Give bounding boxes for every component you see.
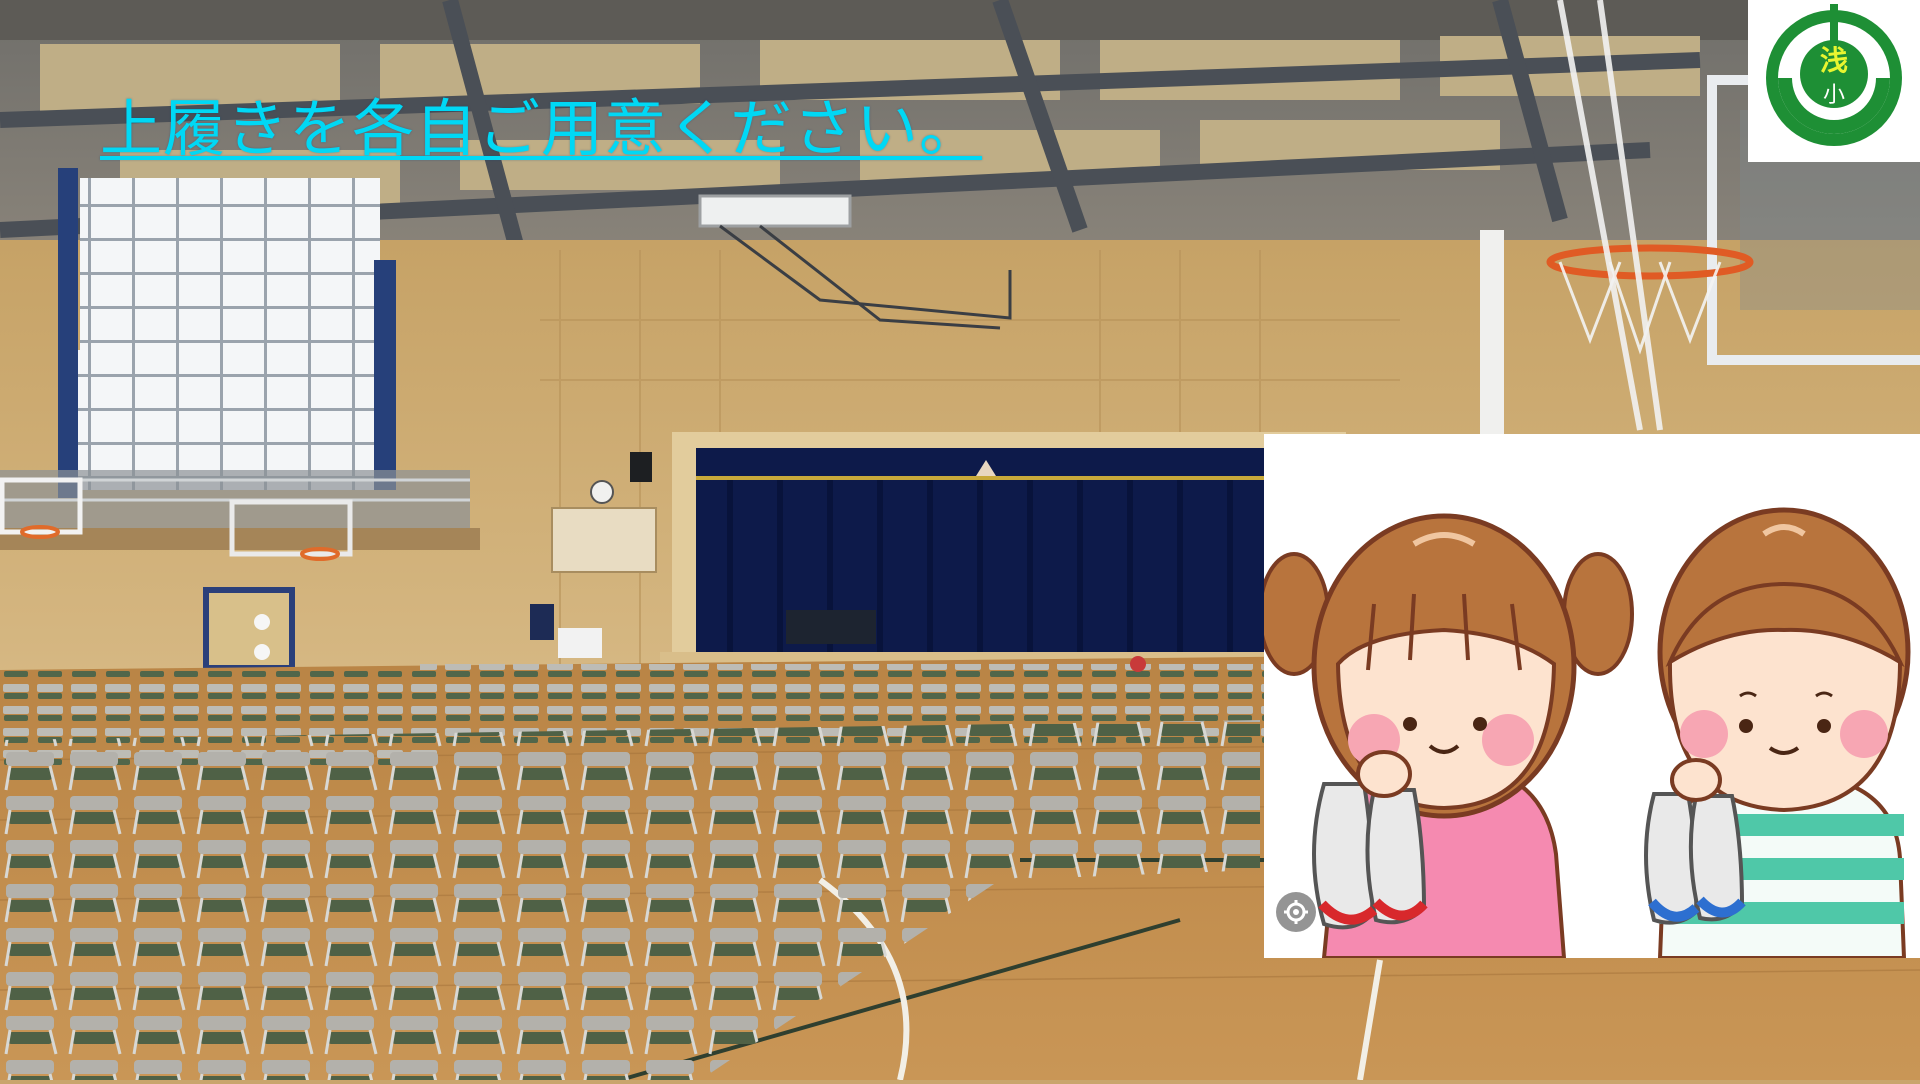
children-holding-indoor-shoes-icon: [1264, 507, 1911, 958]
image-settings-button[interactable]: [1276, 892, 1316, 932]
girl-figure: [1264, 513, 1634, 958]
emblem-character: 浅: [1820, 44, 1848, 77]
slide-headline[interactable]: 上履きを各自ご用意ください。: [100, 92, 983, 165]
gear-icon: [1284, 900, 1308, 924]
school-emblem-icon: 浅 小: [1766, 4, 1902, 146]
school-emblem: 浅 小: [1748, 0, 1920, 162]
illustration-panel: [1264, 434, 1920, 958]
emblem-sub-character: 小: [1823, 83, 1845, 108]
boy-figure: [1644, 507, 1911, 958]
